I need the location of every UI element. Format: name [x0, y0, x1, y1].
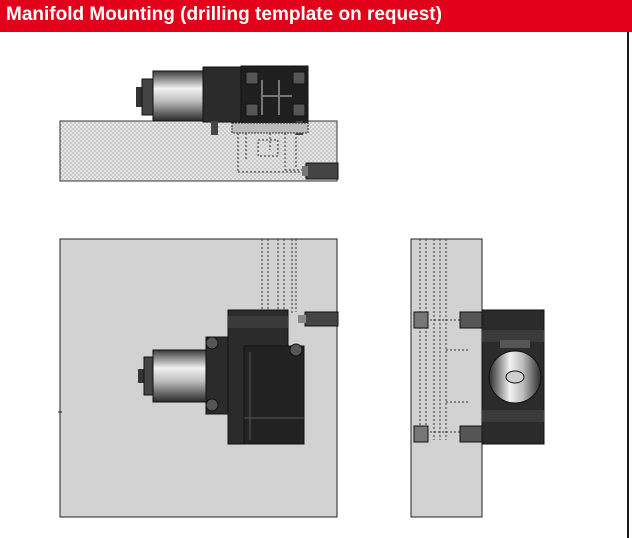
end-fitting-icon [413, 311, 429, 329]
side-screw-icon [245, 71, 259, 85]
top-valve-head [243, 345, 305, 445]
title-bar: Manifold Mounting (drilling template on … [0, 0, 632, 32]
top-screw-icon [205, 336, 219, 350]
side-motor-connector [136, 87, 142, 107]
top-motor-body [152, 349, 208, 403]
top-outlet-nut [298, 315, 306, 323]
side-mount-screw [211, 121, 218, 135]
side-pump-body [202, 66, 244, 123]
top-outlet-fitting [304, 311, 339, 327]
side-screw-icon [292, 71, 306, 85]
side-screw-icon [245, 103, 259, 117]
page-title: Manifold Mounting (drilling template on … [6, 4, 442, 25]
end-fitting-icon [459, 311, 483, 329]
side-gasket [231, 122, 309, 134]
top-motor-connector [138, 369, 144, 383]
end-fitting-icon [459, 425, 483, 443]
side-motor-endcap [141, 78, 155, 116]
side-motor-body [152, 70, 206, 122]
end-manifold-plate [410, 238, 483, 518]
end-shaft-icon [505, 370, 525, 384]
top-view [59, 238, 339, 518]
side-outlet-fitting [305, 162, 339, 180]
side-screw-icon [292, 103, 306, 117]
right-border-line [627, 32, 629, 538]
end-fitting-icon [413, 425, 429, 443]
top-screw-icon [205, 398, 219, 412]
end-view [410, 238, 545, 518]
side-outlet-nut [302, 166, 308, 176]
side-view [59, 65, 339, 182]
top-screw-icon [289, 343, 303, 357]
